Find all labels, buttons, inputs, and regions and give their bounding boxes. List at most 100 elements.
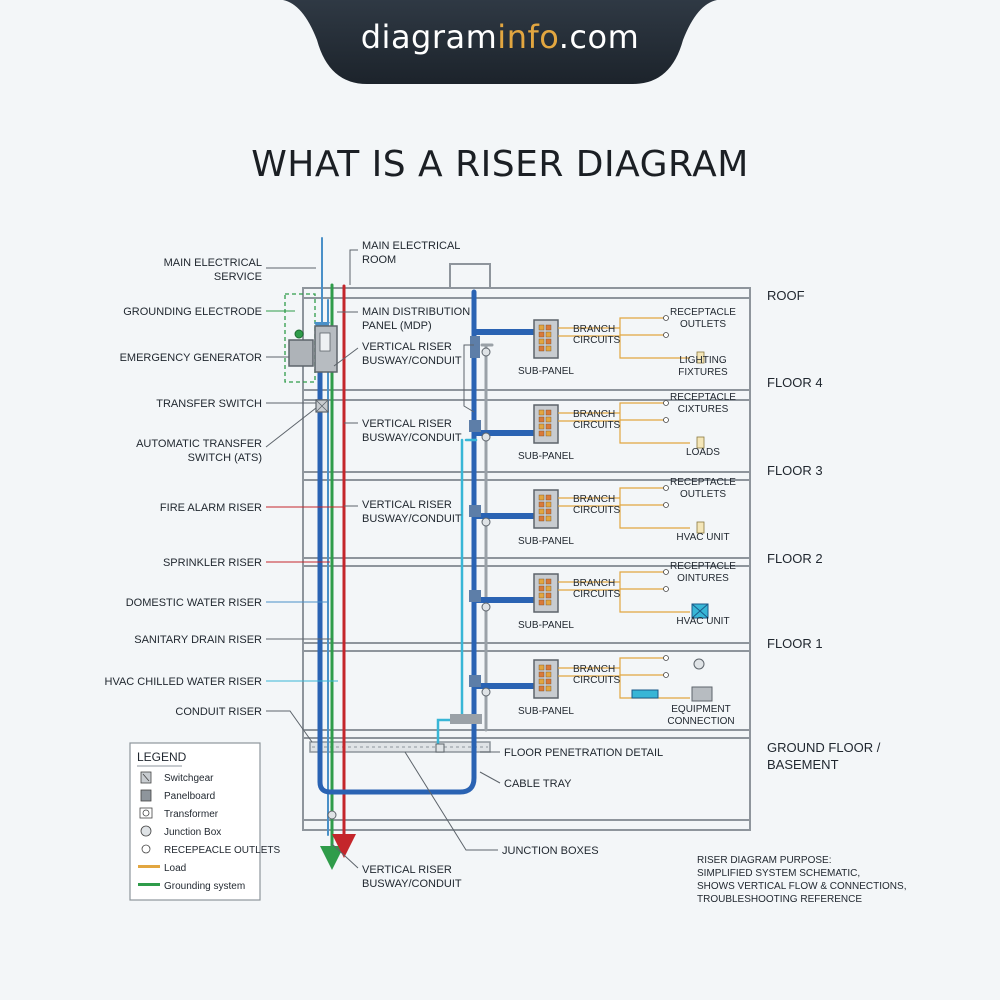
legend-title: LEGEND (137, 750, 187, 764)
branch-label: BRANCH (573, 578, 615, 589)
label-busway3-1: VERTICAL RISER (362, 499, 452, 511)
top-device-label: RECEPTACLE (670, 477, 736, 488)
branch-label: CIRCUITS (573, 675, 621, 686)
bottom-device-label: LOADS (686, 447, 720, 458)
breakers (538, 664, 552, 692)
brand-accent: info (497, 18, 559, 56)
grounding-line-icon (138, 883, 160, 886)
receptacle-icon (663, 417, 669, 423)
top-device-label: RECEPTACLE (670, 392, 736, 403)
junction-boxes (327, 347, 491, 820)
sub-panel-label: SUB-PANEL (518, 706, 574, 717)
fixture-icon (696, 436, 705, 449)
building-frame (302, 263, 751, 831)
label-emergency-generator: EMERGENCY GENERATOR (120, 352, 262, 364)
label-ats-2: SWITCH (ATS) (188, 452, 262, 464)
label-mdp-1: MAIN DISTRIBUTION (362, 306, 470, 318)
floor-circuit: SUB-PANELBRANCHCIRCUITSRECEPTACLEOUTLETS… (518, 307, 736, 378)
label-busway1-1: VERTICAL RISER (362, 341, 452, 353)
label-floor-penetration: FLOOR PENETRATION DETAIL (504, 747, 663, 759)
branch-wiring (558, 317, 690, 359)
legend-item-transformer: Transformer (164, 809, 219, 820)
branch-wiring (558, 571, 690, 613)
sub-panel-label: SUB-PANEL (518, 536, 574, 547)
receptacle-icon (663, 586, 669, 592)
purpose-line-1: RISER DIAGRAM PURPOSE: (697, 855, 831, 866)
label-main-room-2: ROOM (362, 254, 396, 266)
left-leaders (265, 267, 344, 743)
receptacle-icon (663, 502, 669, 508)
branch-label: BRANCH (573, 664, 615, 675)
floor-label-4: FLOOR 4 (767, 375, 823, 390)
breakers (538, 409, 552, 437)
top-device-label: CIXTURES (678, 404, 729, 415)
label-busway2-2: BUSWAY/CONDUIT (362, 432, 462, 444)
floor-circuit: SUB-PANELBRANCHCIRCUITSRECEPTACLEOINTURE… (518, 561, 736, 631)
equipment-icon (691, 686, 713, 702)
brand-logo[interactable]: diagraminfo.com (283, 18, 717, 56)
legend-item-junction-box: Junction Box (164, 827, 221, 838)
label-main-room-1: MAIN ELECTRICAL (362, 240, 460, 252)
branch-label: CIRCUITS (573, 589, 621, 600)
top-device-label: RECEPTACLE (670, 307, 736, 318)
legend-item-load: Load (164, 863, 186, 874)
bottom-device-label: FIXTURES (678, 367, 728, 378)
mid-label-group: MAIN ELECTRICAL ROOM MAIN DISTRIBUTION P… (362, 240, 663, 890)
generator-icon (288, 339, 314, 367)
hvac-chilled-riser (436, 438, 464, 747)
floor-circuit: SUB-PANELBRANCHCIRCUITSRECEPTACLECIXTURE… (518, 392, 736, 462)
label-hvac-chilled: HVAC CHILLED WATER RISER (105, 676, 263, 688)
label-sprinkler: SPRINKLER RISER (163, 557, 262, 569)
branch-label: BRANCH (573, 324, 615, 335)
label-grounding-electrode: GROUNDING ELECTRODE (123, 306, 262, 318)
legend-item-receptacle: RECEPEACLE OUTLETS (164, 845, 280, 856)
label-busway-bottom-1: VERTICAL RISER (362, 864, 452, 876)
branch-label: BRANCH (573, 409, 615, 420)
electrical-main-riser (317, 289, 477, 795)
legend-item-panelboard: Panelboard (164, 791, 215, 802)
label-ats-1: AUTOMATIC TRANSFER (136, 438, 262, 450)
floor-circuit: SUB-PANELBRANCHCIRCUITSRECEPTACLEOUTLETS… (518, 477, 736, 547)
floor-label-ground: GROUND FLOOR / (767, 740, 881, 755)
bottom-device-label: LIGHTING (679, 355, 726, 366)
label-fire-alarm: FIRE ALARM RISER (160, 502, 262, 514)
label-transfer-switch: TRANSFER SWITCH (156, 398, 262, 410)
legend-item-switchgear: Switchgear (164, 773, 214, 784)
receptacle-icon (663, 672, 669, 678)
receptacle-icon (663, 400, 669, 406)
switchgear-icon (140, 771, 152, 784)
label-main-service-2: SERVICE (214, 271, 262, 283)
floor-label-3: FLOOR 3 (767, 463, 823, 478)
top-device-label: OUTLETS (680, 489, 726, 500)
brand-main: diagram (360, 18, 498, 56)
breakers (538, 324, 552, 352)
floor-labels: ROOF FLOOR 4 FLOOR 3 FLOOR 2 FLOOR 1 GRO… (767, 288, 881, 772)
receptacle-icon (663, 655, 669, 661)
bottom-device-label: EQUIPMENT (671, 704, 730, 715)
main-equipment (288, 325, 338, 413)
branch-label: BRANCH (573, 494, 615, 505)
label-busway3-2: BUSWAY/CONDUIT (362, 513, 462, 525)
motor-icon (693, 658, 705, 670)
label-busway-bottom-2: BUSWAY/CONDUIT (362, 878, 462, 890)
label-junction-boxes: JUNCTION BOXES (502, 845, 599, 857)
left-label-group: MAIN ELECTRICAL SERVICE GROUNDING ELECTR… (105, 257, 263, 718)
bottom-device-label: HVAC UNIT (676, 616, 729, 627)
fixture-icon (696, 521, 705, 534)
cable-tray (309, 741, 491, 753)
label-cable-tray: CABLE TRAY (504, 778, 572, 790)
legend: LEGEND Switchgear Panelboard Transformer… (129, 742, 280, 901)
floor-taps (450, 329, 534, 724)
legend-item-grounding: Grounding system (164, 881, 245, 892)
panelboard-icon (140, 789, 152, 802)
top-device-label: OUTLETS (680, 319, 726, 330)
transformer-icon (139, 807, 153, 819)
receptacle-icon (663, 332, 669, 338)
label-main-service-1: MAIN ELECTRICAL (164, 257, 262, 269)
sub-panel-label: SUB-PANEL (518, 451, 574, 462)
pump-icon (631, 689, 659, 699)
label-domestic-water: DOMESTIC WATER RISER (126, 597, 262, 609)
floor-label-ground-sub: BASEMENT (767, 757, 839, 772)
bottom-device-label: HVAC UNIT (676, 532, 729, 543)
purpose-line-4: TROUBLESHOOTING REFERENCE (697, 894, 862, 905)
